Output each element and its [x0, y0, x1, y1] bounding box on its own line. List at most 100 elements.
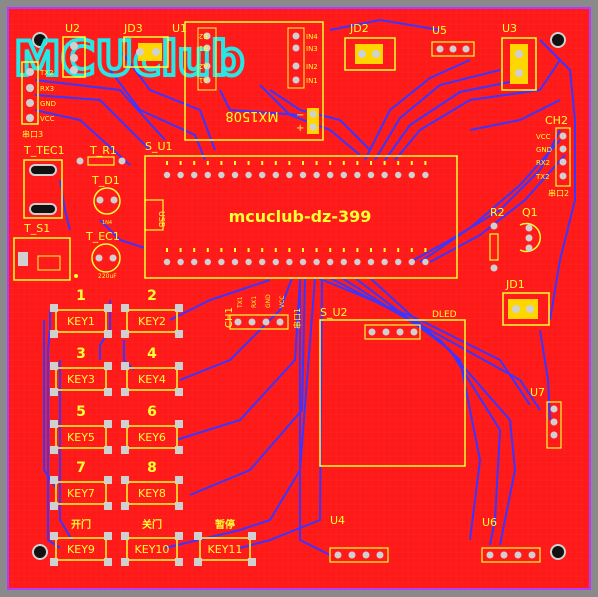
- mcu-pin: [177, 171, 184, 179]
- jd3-connector: JD3: [123, 22, 169, 68]
- mcu-pin-mark: [424, 161, 427, 165]
- usb-label: USB: [157, 211, 166, 227]
- ch1-pin-gnd: GND: [265, 294, 272, 308]
- mcu-pin: [163, 258, 171, 266]
- mcu-pin: [327, 258, 334, 266]
- mcu-pin-mark: [383, 161, 386, 165]
- key-number: 2: [147, 288, 157, 304]
- key-pad: [104, 388, 112, 396]
- mcu-pin-mark: [179, 248, 182, 252]
- key-pad: [175, 304, 183, 312]
- key-label: KEY1: [67, 315, 95, 328]
- u2-pin-4-label: VCC: [40, 115, 55, 123]
- mcu-pin-mark: [206, 248, 209, 252]
- mcu-pin: [163, 171, 171, 179]
- key-label: KEY5: [67, 431, 95, 444]
- mcu-pin: [272, 171, 279, 179]
- mcu-pin-mark: [342, 161, 345, 165]
- mcu-pin-mark: [410, 161, 413, 165]
- key-number: 4: [147, 346, 157, 362]
- mcu-pin: [367, 171, 375, 179]
- key-label: KEY2: [138, 315, 166, 328]
- dled-label: DLED: [432, 310, 457, 320]
- t-s1-switch: T_S1: [13, 222, 78, 281]
- key-pad: [104, 502, 112, 510]
- key-outline: [126, 481, 178, 505]
- mcu-pin: [354, 258, 361, 266]
- mcu-pin-mark: [424, 248, 427, 252]
- key-number: 暂停: [215, 518, 235, 531]
- ch2-pin-gnd: GND: [536, 146, 552, 154]
- key-label: KEY11: [208, 543, 243, 556]
- mcu-pin-mark: [274, 248, 277, 252]
- key-number: 8: [147, 460, 157, 476]
- jd2-connector: JD2: [344, 22, 396, 71]
- key-pad: [121, 476, 129, 484]
- mcu-pin-mark: [315, 248, 318, 252]
- mx-pin-b2: B2: [199, 32, 208, 40]
- t-d1-value: 1N4: [102, 220, 112, 226]
- key-number: 5: [76, 404, 86, 420]
- mx-pin-in2: IN2: [306, 63, 318, 71]
- key-pad: [50, 502, 58, 510]
- key-pad: [104, 446, 112, 454]
- key-pad: [104, 532, 112, 540]
- mx-pin-a1: A1: [199, 76, 208, 84]
- ch1-side-label: 串口1: [293, 308, 302, 329]
- key-pad: [194, 558, 202, 566]
- t-ec1-ref: T_EC1: [85, 230, 120, 243]
- mcu-pin: [367, 258, 375, 266]
- mcu-pin-mark: [397, 161, 400, 165]
- t-tec1-button: T_TEC1: [23, 144, 65, 219]
- key-pad: [50, 362, 58, 370]
- mcu-pin: [422, 171, 429, 179]
- u3-connector: U3: [501, 22, 537, 91]
- key-pad: [50, 388, 58, 396]
- key-number: 1: [76, 288, 86, 304]
- t-d1-led: T_D1 1N4: [91, 174, 121, 226]
- ch2-bottom-label: 串口2: [548, 189, 569, 198]
- ch2-pin-vcc: VCC: [536, 133, 551, 141]
- key-pad: [121, 304, 129, 312]
- key-pad: [194, 532, 202, 540]
- display-module: S_U2 DLED: [319, 306, 466, 467]
- u2-pin-1-label: TX2: [39, 69, 54, 77]
- key-label: KEY4: [138, 373, 166, 386]
- t-d1-ref: T_D1: [91, 174, 120, 187]
- key-pad: [175, 532, 183, 540]
- key-pad: [175, 330, 183, 338]
- mcu-pin: [299, 258, 307, 266]
- mcu-pin-mark: [166, 248, 168, 252]
- key-label: KEY8: [138, 487, 166, 500]
- key-pad: [104, 304, 112, 312]
- key-pad: [50, 446, 58, 454]
- mcu-pin-mark: [370, 161, 372, 165]
- key-pad: [104, 362, 112, 370]
- jd2-ref: JD2: [349, 22, 369, 35]
- key-pad: [50, 330, 58, 338]
- mcu-pin: [354, 171, 361, 179]
- mcu-pin-mark: [261, 248, 264, 252]
- mcu-pin-mark: [302, 161, 304, 165]
- u2-pin-2-label: RX3: [40, 85, 54, 93]
- mcu-pin-mark: [193, 248, 196, 252]
- mcu-pin-mark: [193, 161, 196, 165]
- key-outline: [126, 425, 178, 449]
- mcu-label: mcuclub-dz-399: [229, 207, 372, 226]
- mcu-pins-top: [163, 161, 429, 179]
- mx-pin-in1: IN1: [306, 77, 318, 85]
- ch2-pin-tx2: TX2: [535, 173, 550, 181]
- mcu-pin-mark: [383, 248, 386, 252]
- key-pad: [121, 388, 129, 396]
- key-8: KEY8 8: [121, 460, 183, 510]
- key-4: KEY4 4: [121, 346, 183, 396]
- key-outline: [126, 537, 178, 561]
- key-label: KEY10: [135, 543, 170, 556]
- mcu-pin: [218, 171, 225, 179]
- key-outline: [126, 367, 178, 391]
- u5-ref: U5: [432, 24, 447, 37]
- mcu-pin-mark: [329, 248, 332, 252]
